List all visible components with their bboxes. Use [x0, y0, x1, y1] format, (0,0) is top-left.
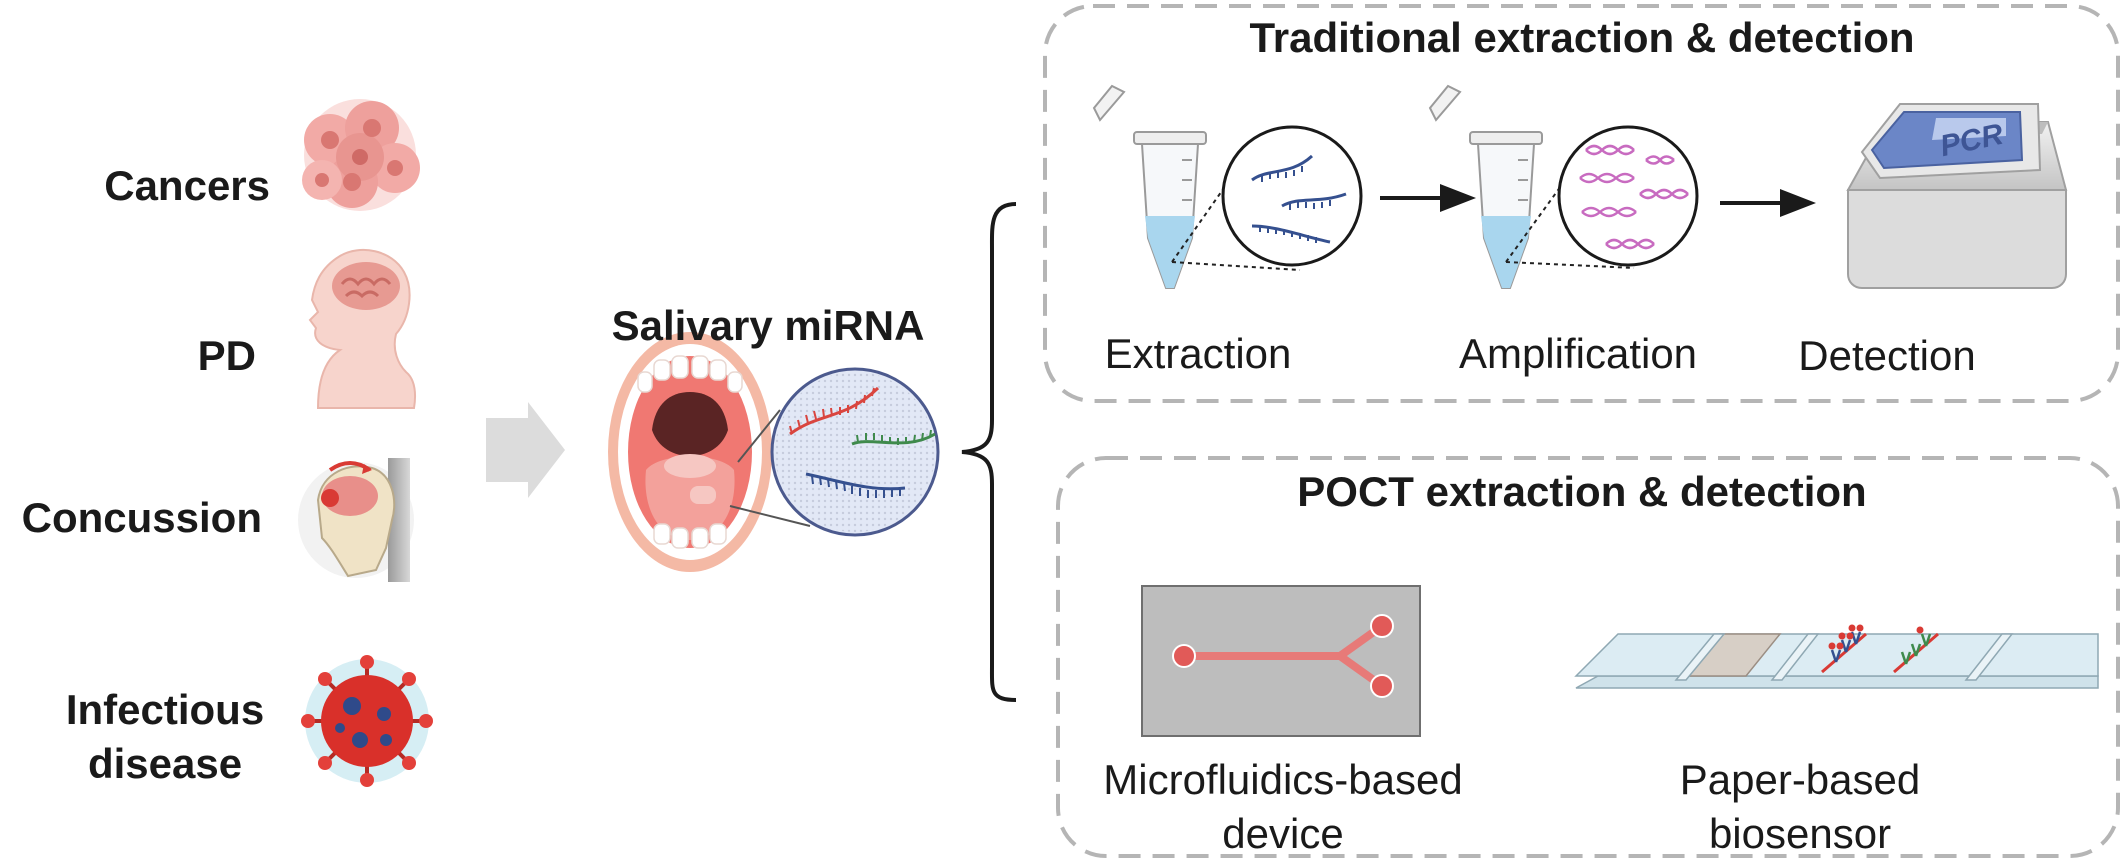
label-biosensor: biosensor	[1708, 810, 1892, 857]
mirna-strand-blue	[805, 472, 906, 498]
flow-arrow-head	[1440, 184, 1476, 212]
mirna-strand-red	[789, 386, 880, 436]
virus-icon	[301, 655, 433, 787]
concussion-icon	[298, 458, 414, 582]
flow-arrow-head	[1780, 189, 1816, 217]
label-infectious: Infectious	[65, 686, 265, 733]
traditional-title: Traditional extraction & detection	[1249, 14, 1915, 61]
label-pd: PD	[197, 332, 256, 379]
label-cancers: Cancers	[104, 162, 270, 209]
step-extraction: Extraction	[1104, 330, 1292, 377]
microfluidic-chip-icon	[1141, 585, 1421, 737]
poct-box	[1056, 456, 2120, 858]
salivary-mirna-title: Salivary miRNA	[611, 302, 925, 349]
zoom-line	[737, 409, 781, 463]
step-detection: Detection	[1798, 332, 1976, 379]
mirna-strand-green	[851, 429, 936, 446]
label-paper-based: Paper-based	[1679, 756, 1921, 803]
mirna-zoom-circle	[770, 367, 940, 537]
zoom-line	[729, 505, 811, 527]
amplification-zoom-circle	[1557, 125, 1699, 267]
mouth-icon	[608, 332, 772, 572]
extraction-zoom-circle	[1221, 125, 1363, 267]
poct-title: POCT extraction & detection	[1297, 468, 1867, 515]
zoom-line	[1171, 167, 1239, 263]
extraction-tube-icon	[1092, 84, 1207, 289]
cancer-cells-icon	[302, 99, 420, 211]
traditional-box	[1043, 4, 2120, 403]
step-amplification: Amplification	[1458, 330, 1698, 377]
flow-arrow-gray	[486, 402, 565, 498]
pcr-machine-icon	[1846, 103, 2068, 289]
label-microfluidics: Microfluidics-based	[1103, 756, 1463, 803]
zoom-line	[1505, 261, 1635, 269]
zoom-line	[1171, 261, 1301, 271]
label-concussion: Concussion	[21, 494, 262, 541]
head-brain-icon	[308, 248, 416, 409]
paper-strip-icon	[1574, 624, 2099, 689]
label-infectious-disease-line2: disease	[87, 740, 243, 787]
amplification-tube-icon	[1428, 84, 1543, 289]
curly-brace	[961, 202, 1017, 702]
label-device: device	[1222, 810, 1344, 857]
